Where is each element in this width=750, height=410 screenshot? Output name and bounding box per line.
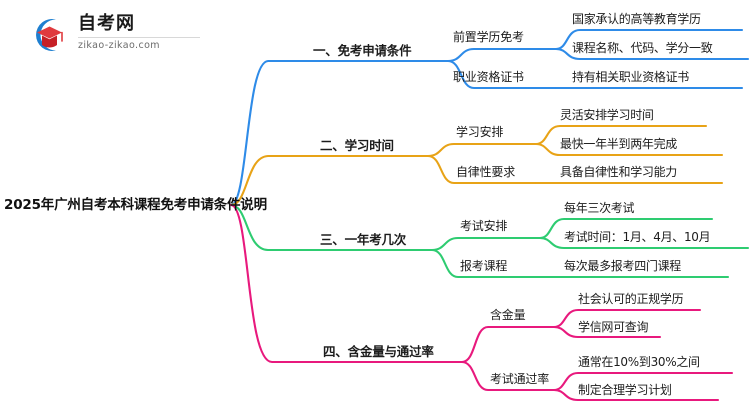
sub-node-1-2[interactable]: 职业资格证书 <box>453 70 524 84</box>
sub-node-3-2[interactable]: 报考课程 <box>460 259 508 273</box>
leaf-node-2-1-2[interactable]: 最快一年半到两年完成 <box>560 137 678 151</box>
logo-divider <box>78 37 200 38</box>
sub-node-3-1[interactable]: 考试安排 <box>460 219 508 233</box>
root-node[interactable]: 2025年广州自考本科课程免考申请条件说明 <box>4 197 267 213</box>
sub-node-2-2[interactable]: 自律性要求 <box>456 165 516 179</box>
branch-node-3[interactable]: 三、一年考几次 <box>320 232 407 247</box>
branch-node-2[interactable]: 二、学习时间 <box>320 138 394 153</box>
leaf-node-4-1-1[interactable]: 社会认可的正规学历 <box>578 292 684 306</box>
leaf-node-3-1-1[interactable]: 每年三次考试 <box>564 201 635 215</box>
site-logo: 自考网 zikao-zikao.com <box>26 12 216 58</box>
sub-node-4-1[interactable]: 含金量 <box>490 308 526 322</box>
graduation-cap-icon <box>26 14 70 56</box>
logo-url: zikao-zikao.com <box>78 40 160 51</box>
sub-node-1-1[interactable]: 前置学历免考 <box>453 30 524 44</box>
leaf-node-1-1-1[interactable]: 国家承认的高等教育学历 <box>572 12 701 26</box>
branch-node-4[interactable]: 四、含金量与通过率 <box>323 344 434 359</box>
leaf-node-4-2-2[interactable]: 制定合理学习计划 <box>578 383 672 397</box>
leaf-node-3-1-2[interactable]: 考试时间：1月、4月、10月 <box>564 230 711 244</box>
branch-node-1[interactable]: 一、免考申请条件 <box>313 43 412 58</box>
leaf-node-1-2-1[interactable]: 持有相关职业资格证书 <box>572 70 690 84</box>
sub-node-4-2[interactable]: 考试通过率 <box>490 372 550 386</box>
logo-wordmark: 自考网 zikao-zikao.com <box>78 12 208 56</box>
leaf-node-2-1-1[interactable]: 灵活安排学习时间 <box>560 108 654 122</box>
sub-node-2-1[interactable]: 学习安排 <box>456 125 504 139</box>
leaf-node-2-2-1[interactable]: 具备自律性和学习能力 <box>560 165 678 179</box>
logo-name-cn: 自考网 <box>78 13 135 34</box>
leaf-node-4-1-2[interactable]: 学信网可查询 <box>578 320 649 334</box>
leaf-node-4-2-1[interactable]: 通常在10%到30%之间 <box>578 355 700 369</box>
leaf-node-3-2-1[interactable]: 每次最多报考四门课程 <box>564 259 682 273</box>
leaf-node-1-1-2[interactable]: 课程名称、代码、学分一致 <box>572 41 713 55</box>
